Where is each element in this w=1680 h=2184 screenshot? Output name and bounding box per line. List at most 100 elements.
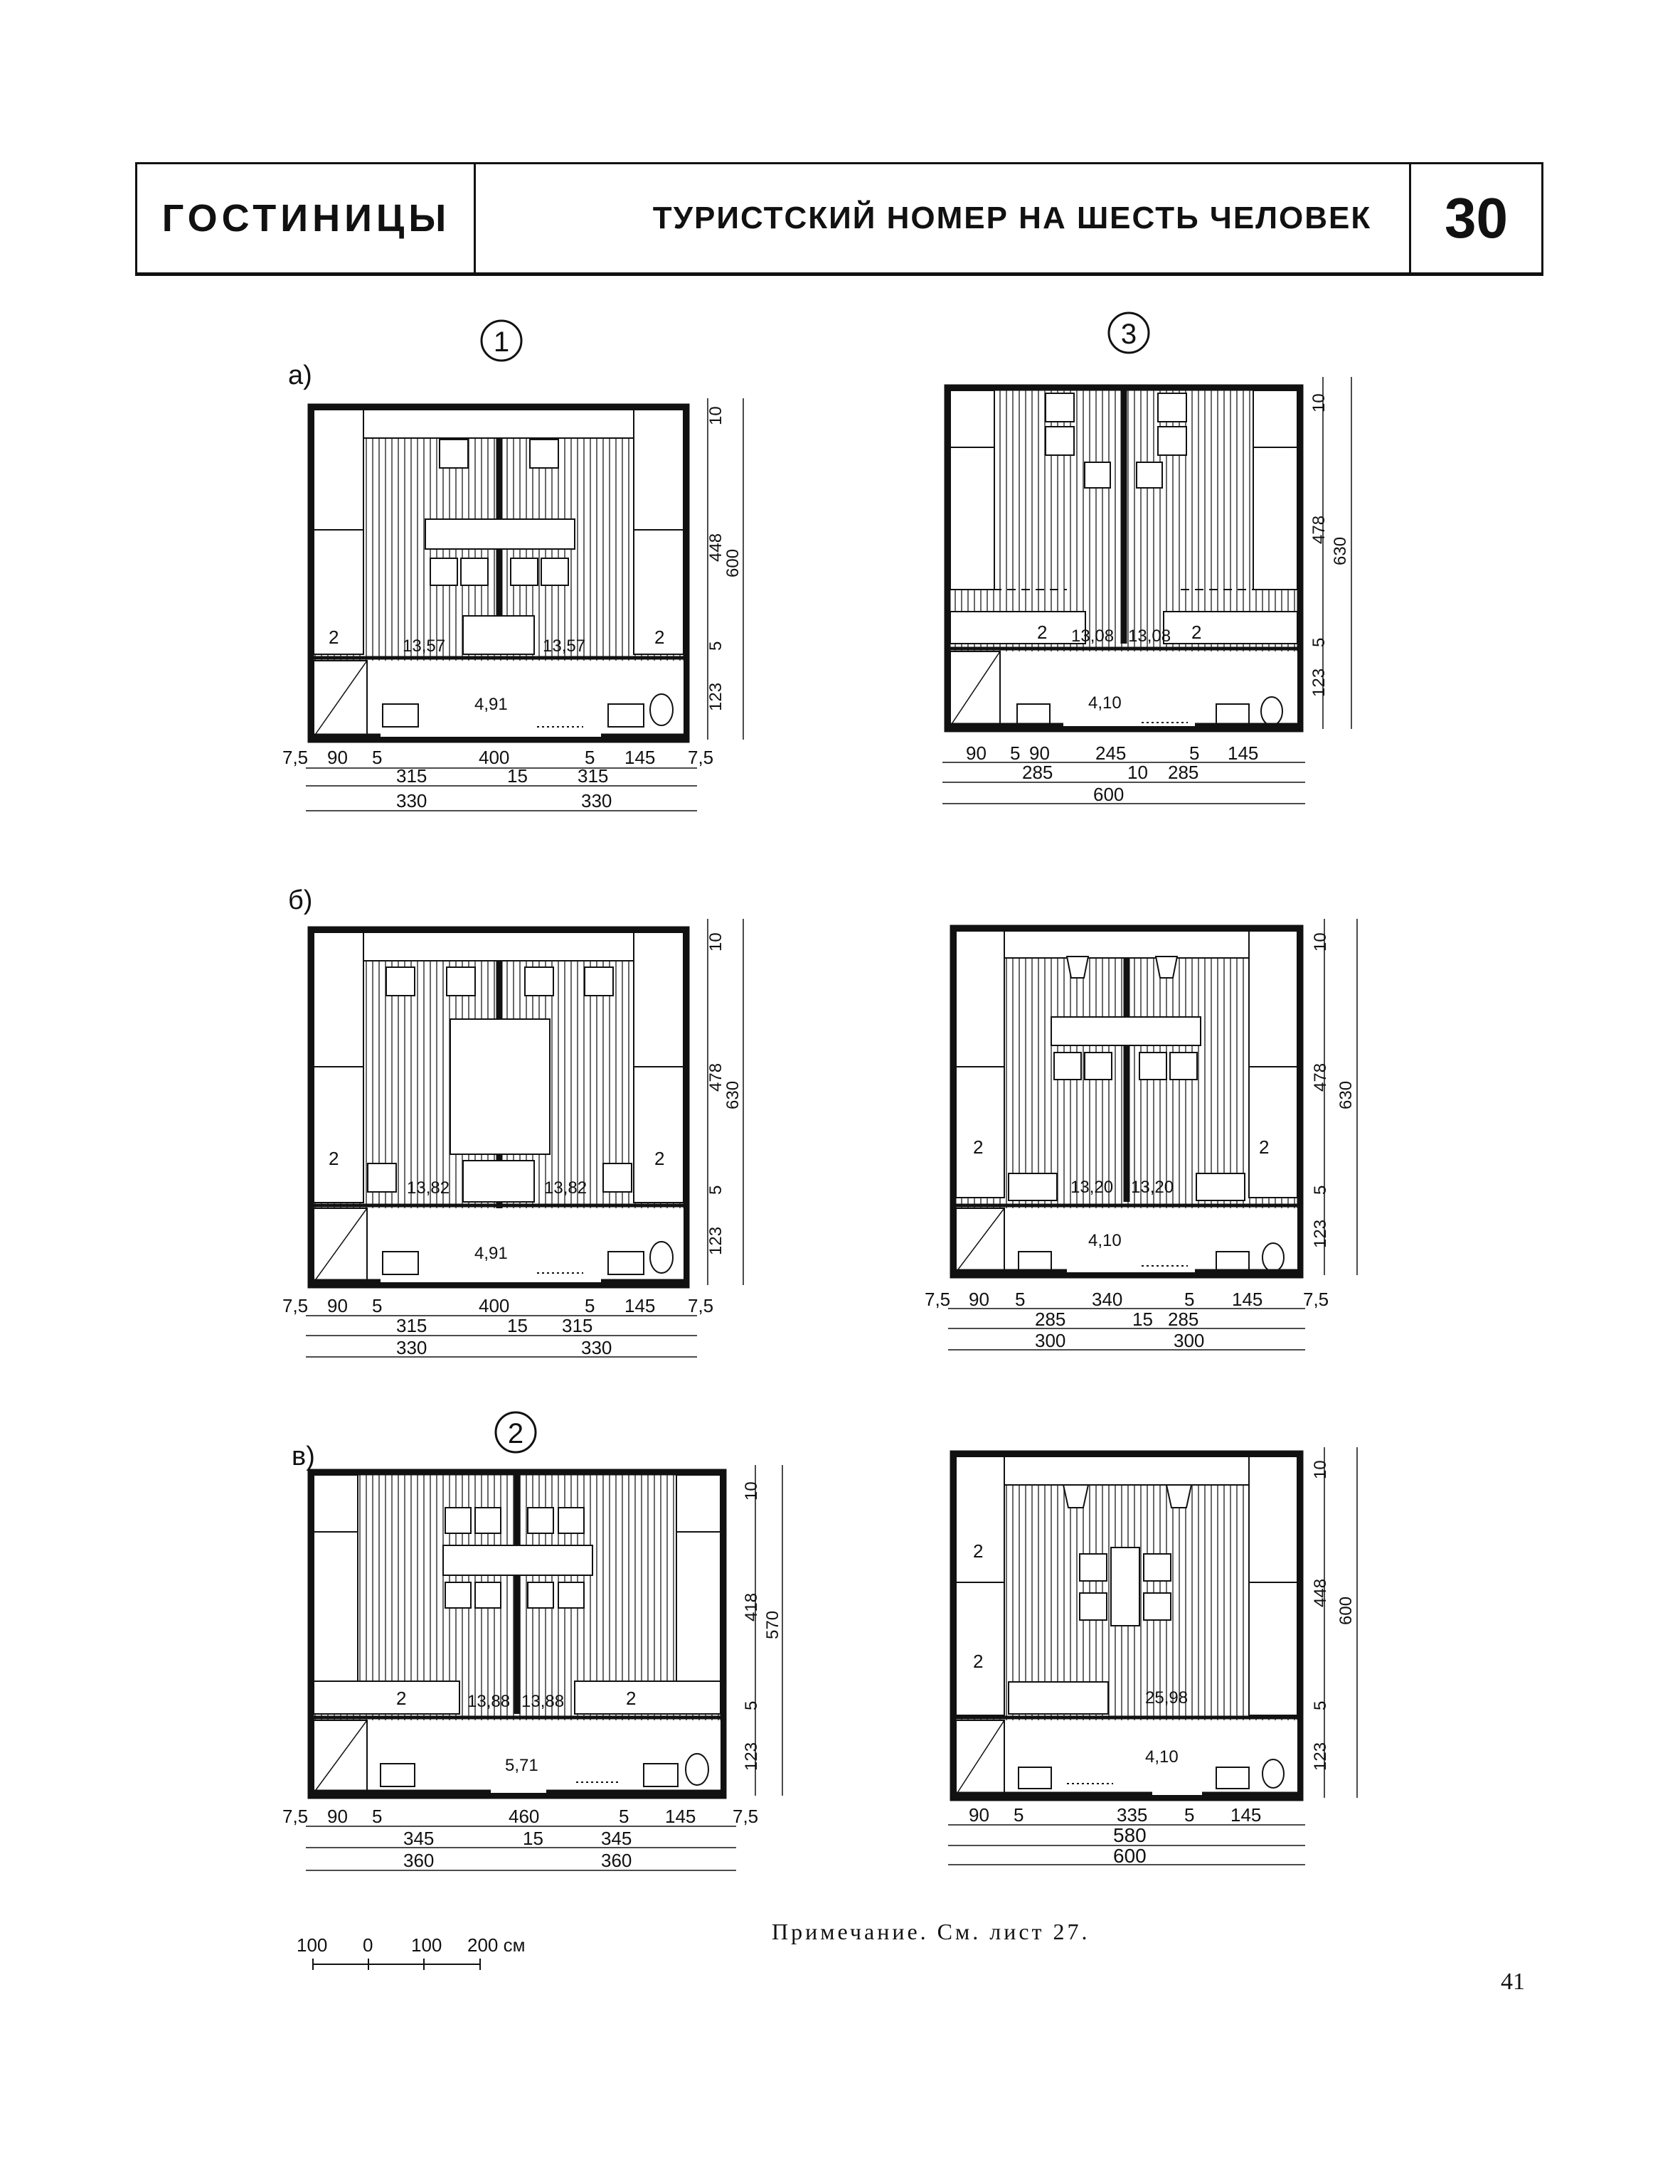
sheet-number: 30 [1445, 186, 1508, 250]
height-dim: 448 [1311, 1579, 1330, 1607]
width-dim: 5 [372, 747, 382, 768]
width-dim: 7,5 [282, 1295, 308, 1316]
height-dim: 478 [1311, 1063, 1330, 1092]
width-dim: 145 [624, 1295, 655, 1316]
width-dim: 345 [601, 1828, 632, 1849]
height-dim: 10 [706, 406, 725, 425]
width-dim: 90 [966, 742, 987, 764]
bed-count: 2 [396, 1688, 406, 1709]
width-dim: 7,5 [688, 747, 713, 768]
width-dim: 245 [1095, 742, 1126, 764]
width-dim: 10 [1127, 762, 1148, 783]
width-dim: 600 [1093, 784, 1124, 805]
plan-3-a: 2 2 13,08 13,08 4,10 10 478 5 123 630 90… [942, 377, 1352, 805]
height-dim: 630 [1331, 537, 1350, 565]
bath-area: 4,10 [1088, 693, 1122, 713]
bath-area: 4,91 [474, 695, 508, 714]
plan-a: 2 2 13,57 13,57 4,91 10 448 5 123 600 7,… [282, 398, 744, 811]
room-area: 13,20 [1131, 1178, 1174, 1197]
width-dim: 145 [1228, 742, 1258, 764]
width-dim: 5 [1184, 1289, 1194, 1310]
height-dim: 10 [1311, 1460, 1330, 1479]
height-dim: 10 [706, 932, 725, 952]
height-dim: 5 [742, 1701, 761, 1710]
width-dim: 335 [1117, 1804, 1147, 1826]
svg-text:2: 2 [508, 1418, 523, 1449]
plan-3-v: 2 2 25,98 4,10 10 448 5 123 600 90 5 335… [948, 1447, 1358, 1867]
variant-label-b: б) [288, 885, 312, 915]
height-dim: 448 [706, 533, 725, 562]
width-dim: 315 [562, 1315, 592, 1336]
height-dim: 5 [706, 641, 725, 651]
room-area: 13,20 [1070, 1178, 1113, 1197]
width-dim: 7,5 [688, 1295, 713, 1316]
height-dim: 478 [1309, 516, 1329, 544]
width-dim: 7,5 [282, 1806, 308, 1827]
room-area: 13,57 [403, 636, 445, 656]
sheet-title: ТУРИСТСКИЙ НОМЕР НА ШЕСТЬ ЧЕЛОВЕК [652, 201, 1372, 235]
width-dim: 330 [581, 1337, 612, 1358]
width-dim: 580 [1113, 1824, 1147, 1846]
bed-count: 2 [329, 627, 339, 648]
footnote: Примечание. См. лист 27. [772, 1919, 1090, 1944]
bath-area: 4,10 [1145, 1747, 1179, 1767]
plan-v: 2 2 13,88 13,88 5,71 10 418 5 123 570 7,… [282, 1465, 783, 1871]
width-dim: 5 [585, 747, 595, 768]
room-area: 13,82 [407, 1178, 450, 1198]
bath-area: 4,91 [474, 1244, 508, 1263]
width-dim: 315 [396, 1315, 427, 1336]
width-dim: 5 [372, 1806, 382, 1827]
width-dim: 145 [1230, 1804, 1261, 1826]
bed-count: 2 [329, 1148, 339, 1169]
svg-text:3: 3 [1121, 319, 1137, 350]
width-dim: 360 [601, 1850, 632, 1871]
width-dim: 90 [327, 1806, 348, 1827]
scale-label: 100 [411, 1934, 442, 1956]
plan-b: 2 2 13,82 13,82 4,91 10 478 5 123 630 7,… [282, 919, 744, 1358]
width-dim: 15 [1132, 1309, 1153, 1330]
scale-bar: 100 0 100 200 см [297, 1934, 525, 1970]
width-dim: 330 [396, 790, 427, 811]
width-dim: 7,5 [733, 1806, 758, 1827]
bed-count: 2 [654, 1148, 664, 1169]
width-dim: 460 [509, 1806, 539, 1827]
room-area: 13,57 [543, 636, 585, 656]
width-dim: 15 [507, 1315, 528, 1336]
height-dim: 600 [723, 549, 743, 577]
bed-count: 2 [973, 1540, 983, 1562]
width-dim: 340 [1092, 1289, 1122, 1310]
width-dim: 7,5 [282, 747, 308, 768]
width-dim: 285 [1022, 762, 1053, 783]
width-dim: 15 [523, 1828, 543, 1849]
bath-area: 5,71 [505, 1756, 538, 1775]
width-dim: 5 [585, 1295, 595, 1316]
width-dim: 300 [1035, 1330, 1065, 1351]
height-dim: 10 [1309, 393, 1329, 412]
height-dim: 630 [1336, 1081, 1356, 1109]
room-area: 13,08 [1071, 627, 1114, 646]
width-dim: 600 [1113, 1845, 1147, 1867]
width-dim: 7,5 [1303, 1289, 1329, 1310]
header-divider [1409, 164, 1411, 272]
room-area: 13,82 [544, 1178, 587, 1198]
variant-label-a: а) [288, 361, 312, 390]
height-dim: 630 [723, 1081, 743, 1109]
width-dim: 5 [1014, 1804, 1024, 1826]
width-dim: 285 [1035, 1309, 1065, 1330]
height-dim: 123 [1311, 1742, 1330, 1771]
height-dim: 5 [1309, 638, 1329, 647]
width-dim: 5 [1015, 1289, 1025, 1310]
height-dim: 123 [1309, 668, 1329, 697]
width-dim: 90 [1029, 742, 1050, 764]
width-dim: 7,5 [925, 1289, 950, 1310]
width-dim: 15 [507, 765, 528, 787]
width-dim: 300 [1174, 1330, 1204, 1351]
bed-count: 2 [654, 627, 664, 648]
width-dim: 400 [479, 747, 509, 768]
scale-label: 200 см [467, 1934, 525, 1956]
width-dim: 5 [372, 1295, 382, 1316]
width-dim: 285 [1168, 762, 1198, 783]
height-dim: 600 [1336, 1597, 1356, 1625]
plan-3-b: 2 2 13,20 13,20 4,10 10 478 5 123 630 7,… [925, 919, 1358, 1351]
